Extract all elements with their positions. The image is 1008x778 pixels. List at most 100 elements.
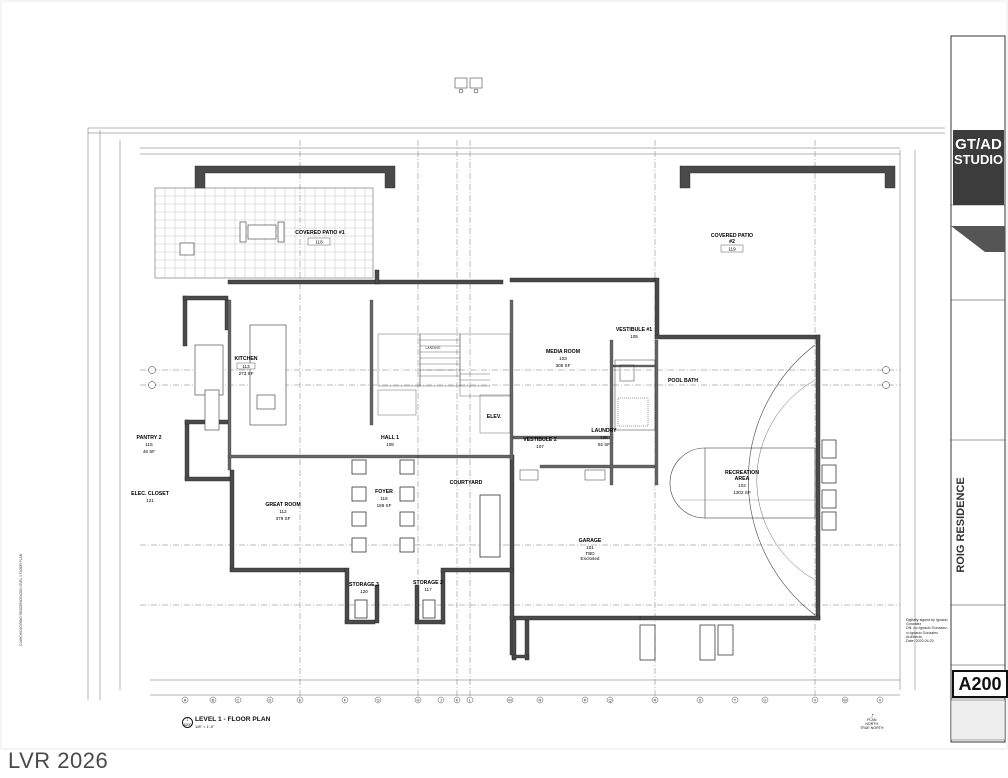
- svg-text:273 SF: 273 SF: [239, 371, 254, 376]
- svg-text:COVERED PATIO: COVERED PATIO: [711, 233, 753, 239]
- svg-text:48 SF: 48 SF: [143, 449, 155, 454]
- svg-text:U: U: [764, 697, 767, 702]
- room-great-room: GREAT ROOM 112 379 SF: [265, 502, 300, 521]
- court-markings: [669, 344, 816, 616]
- detail-ref: 1: [186, 718, 189, 722]
- svg-text:LAUNDRY: LAUNDRY: [591, 428, 617, 434]
- room-covered-patio-2: COVERED PATIO #2 119: [711, 233, 753, 253]
- svg-text:A: A: [184, 697, 187, 702]
- true-north-label-2: NORTH: [870, 726, 884, 730]
- pool-bath: [519, 359, 656, 481]
- room-vestibule-1: VESTIBULE #1 105: [616, 327, 652, 339]
- signature-line: o=Ignacio Gonzalez: [906, 630, 938, 635]
- right-piers: [639, 439, 837, 661]
- svg-text:ELEV.: ELEV.: [487, 414, 502, 420]
- room-courtyard: COURTYARD: [450, 480, 483, 486]
- project-name-text: ROIG RESIDENCE: [954, 477, 967, 573]
- svg-text:D: D: [269, 697, 272, 702]
- grid-labels: A B C D E F G H J K L M N P Q R S T U V …: [184, 697, 882, 702]
- file-path-text: C:\ARCHICAD\ROIG RESIDENCE\A200 LEVEL 1 …: [19, 554, 23, 646]
- svg-text:116: 116: [380, 496, 388, 501]
- foyer-columns: [351, 459, 501, 619]
- svg-text:K: K: [456, 697, 459, 702]
- room-pool-bath: POOL BATH: [668, 378, 698, 384]
- firm-logo-line2: STUDIO: [953, 152, 1004, 167]
- svg-text:KITCHEN: KITCHEN: [234, 356, 257, 362]
- fireplaces: [194, 165, 896, 189]
- svg-text:103: 103: [559, 356, 567, 361]
- svg-text:GARAGE: GARAGE: [579, 538, 602, 544]
- title-block-frame: [950, 35, 1006, 743]
- svg-text:113: 113: [242, 364, 250, 369]
- svg-text:X: X: [879, 697, 882, 702]
- svg-text:92 SF: 92 SF: [598, 442, 610, 447]
- svg-text:F: F: [344, 697, 347, 702]
- room-landing: LANDING: [425, 346, 440, 350]
- svg-text:305 SF: 305 SF: [556, 363, 571, 368]
- svg-text:P: P: [584, 697, 587, 702]
- room-storage-2: STORAGE 2 117: [413, 580, 443, 592]
- room-elec-closet: ELEC. CLOSET 121: [131, 491, 170, 503]
- svg-text:Q: Q: [608, 697, 611, 702]
- svg-text:T: T: [734, 697, 737, 702]
- signature-line: DN: cn=Ignacio Gonzalez,: [906, 626, 948, 631]
- detail-sheet: A200: [183, 723, 192, 727]
- svg-text:112: 112: [279, 509, 287, 514]
- drawing-title: LEVEL 1 - FLOOR PLAN: [195, 716, 271, 723]
- room-storage-3: STORAGE 3 120: [349, 582, 379, 594]
- room-labels: COVERED PATIO #1 118 COVERED PATIO #2 11…: [131, 230, 759, 594]
- svg-text:121: 121: [146, 498, 154, 503]
- true-north-label: TRUE: [860, 726, 870, 730]
- svg-text:1302 SF: 1302 SF: [733, 490, 751, 495]
- svg-text:GREAT ROOM: GREAT ROOM: [265, 502, 300, 508]
- room-recreation-area: RECREATION AREA 102 1302 SF: [725, 470, 759, 495]
- svg-text:V: V: [814, 697, 817, 702]
- listing-watermark: LVR 2026: [8, 748, 109, 773]
- svg-text:LANDING: LANDING: [425, 346, 440, 350]
- svg-text:189 SF: 189 SF: [377, 503, 392, 508]
- sheet-border: [0, 0, 1008, 750]
- svg-text:102: 102: [738, 483, 746, 488]
- room-garage: GARAGE 101 TBD Enclosed: [579, 538, 602, 561]
- svg-text:W: W: [843, 697, 847, 702]
- svg-text:118: 118: [315, 240, 323, 245]
- svg-text:106: 106: [600, 435, 608, 440]
- svg-text:101: 101: [586, 545, 594, 550]
- svg-text:STORAGE 3: STORAGE 3: [349, 582, 379, 588]
- room-foyer: FOYER 116 189 SF: [375, 489, 393, 508]
- svg-text:119: 119: [728, 247, 736, 252]
- svg-text:TBD: TBD: [585, 551, 595, 556]
- svg-text:L: L: [469, 697, 472, 702]
- svg-text:C: C: [237, 697, 240, 702]
- svg-text:FOYER: FOYER: [375, 489, 393, 495]
- svg-text:COURTYARD: COURTYARD: [450, 480, 483, 486]
- dimension-lines: [87, 127, 945, 700]
- svg-text:R: R: [654, 697, 657, 702]
- svg-text:107: 107: [536, 444, 544, 449]
- svg-text:POOL BATH: POOL BATH: [668, 378, 698, 384]
- svg-text:115: 115: [145, 442, 153, 447]
- room-vestibule-2: VESTIBULE 2 107: [523, 437, 557, 449]
- signature-line: Architects,: [906, 634, 923, 639]
- svg-text:379 SF: 379 SF: [276, 516, 291, 521]
- firm-logo-line1: GT/AD: [955, 136, 1002, 153]
- kitchen-island: [194, 324, 287, 431]
- svg-text:MEDIA ROOM: MEDIA ROOM: [546, 349, 580, 355]
- grid-bubbles: [181, 696, 884, 704]
- firm-logo: GT/AD STUDIO: [953, 130, 1004, 205]
- svg-text:AREA: AREA: [735, 476, 750, 482]
- svg-text:B: B: [212, 697, 215, 702]
- section-markers: [148, 77, 890, 389]
- north-arrow: ⤴ PLAN NORTH TRUE NORTH: [860, 714, 884, 730]
- room-elevator: ELEV.: [487, 414, 502, 420]
- project-name: ROIG RESIDENCE: [948, 455, 973, 595]
- svg-text:H: H: [417, 697, 420, 702]
- detail-bubble: 1 A200: [182, 717, 193, 728]
- svg-text:STORAGE 2: STORAGE 2: [413, 580, 443, 586]
- room-laundry: LAUNDRY 106 92 SF: [591, 428, 617, 447]
- svg-text:G: G: [376, 697, 379, 702]
- patio-furniture: [179, 221, 285, 256]
- svg-text:J: J: [440, 697, 442, 702]
- signature-line: Date: 2020.04.20: [906, 639, 934, 644]
